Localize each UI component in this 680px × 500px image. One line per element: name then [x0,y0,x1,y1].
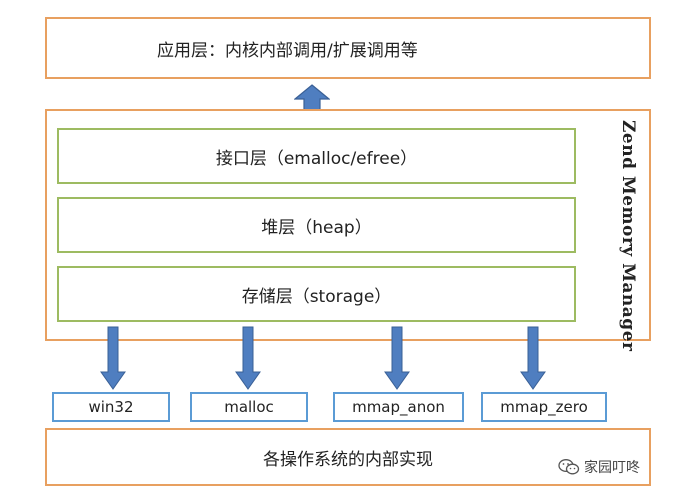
down-arrow-malloc [235,326,261,390]
watermark: 家园叮咚 [558,457,640,477]
application-layer-box: 应用层：内核内部调用/扩展调用等 [45,17,651,79]
wechat-icon [558,459,580,475]
heap-layer-box: 堆层（heap） [57,197,576,253]
storage-layer-label: 存储层（storage） [241,286,392,307]
os-layer-label: 各操作系统的内部实现 [263,449,433,470]
interface-layer-box: 接口层（emalloc/efree） [57,128,576,184]
backend-win32-box: win32 [52,392,170,422]
down-arrow-mmap-zero [520,326,546,390]
backend-mmap-anon-box: mmap_anon [333,392,464,422]
heap-layer-label: 堆层（heap） [261,217,372,238]
storage-layer-box: 存储层（storage） [57,266,576,322]
zend-memory-manager-title: Zend Memory Manager [618,120,638,352]
down-arrow-mmap-anon [384,326,410,390]
backend-win32-label: win32 [88,398,134,416]
watermark-text: 家园叮咚 [584,460,640,476]
backend-mmap-zero-box: mmap_zero [481,392,607,422]
backend-malloc-box: malloc [190,392,308,422]
backend-mmap-zero-label: mmap_zero [500,398,588,416]
backend-malloc-label: malloc [224,398,274,416]
application-layer-label: 应用层：内核内部调用/扩展调用等 [157,40,418,61]
backend-mmap-anon-label: mmap_anon [352,398,445,416]
interface-layer-label: 接口层（emalloc/efree） [215,148,418,169]
down-arrow-win32 [100,326,126,390]
os-layer-box: 各操作系统的内部实现 [45,428,651,486]
